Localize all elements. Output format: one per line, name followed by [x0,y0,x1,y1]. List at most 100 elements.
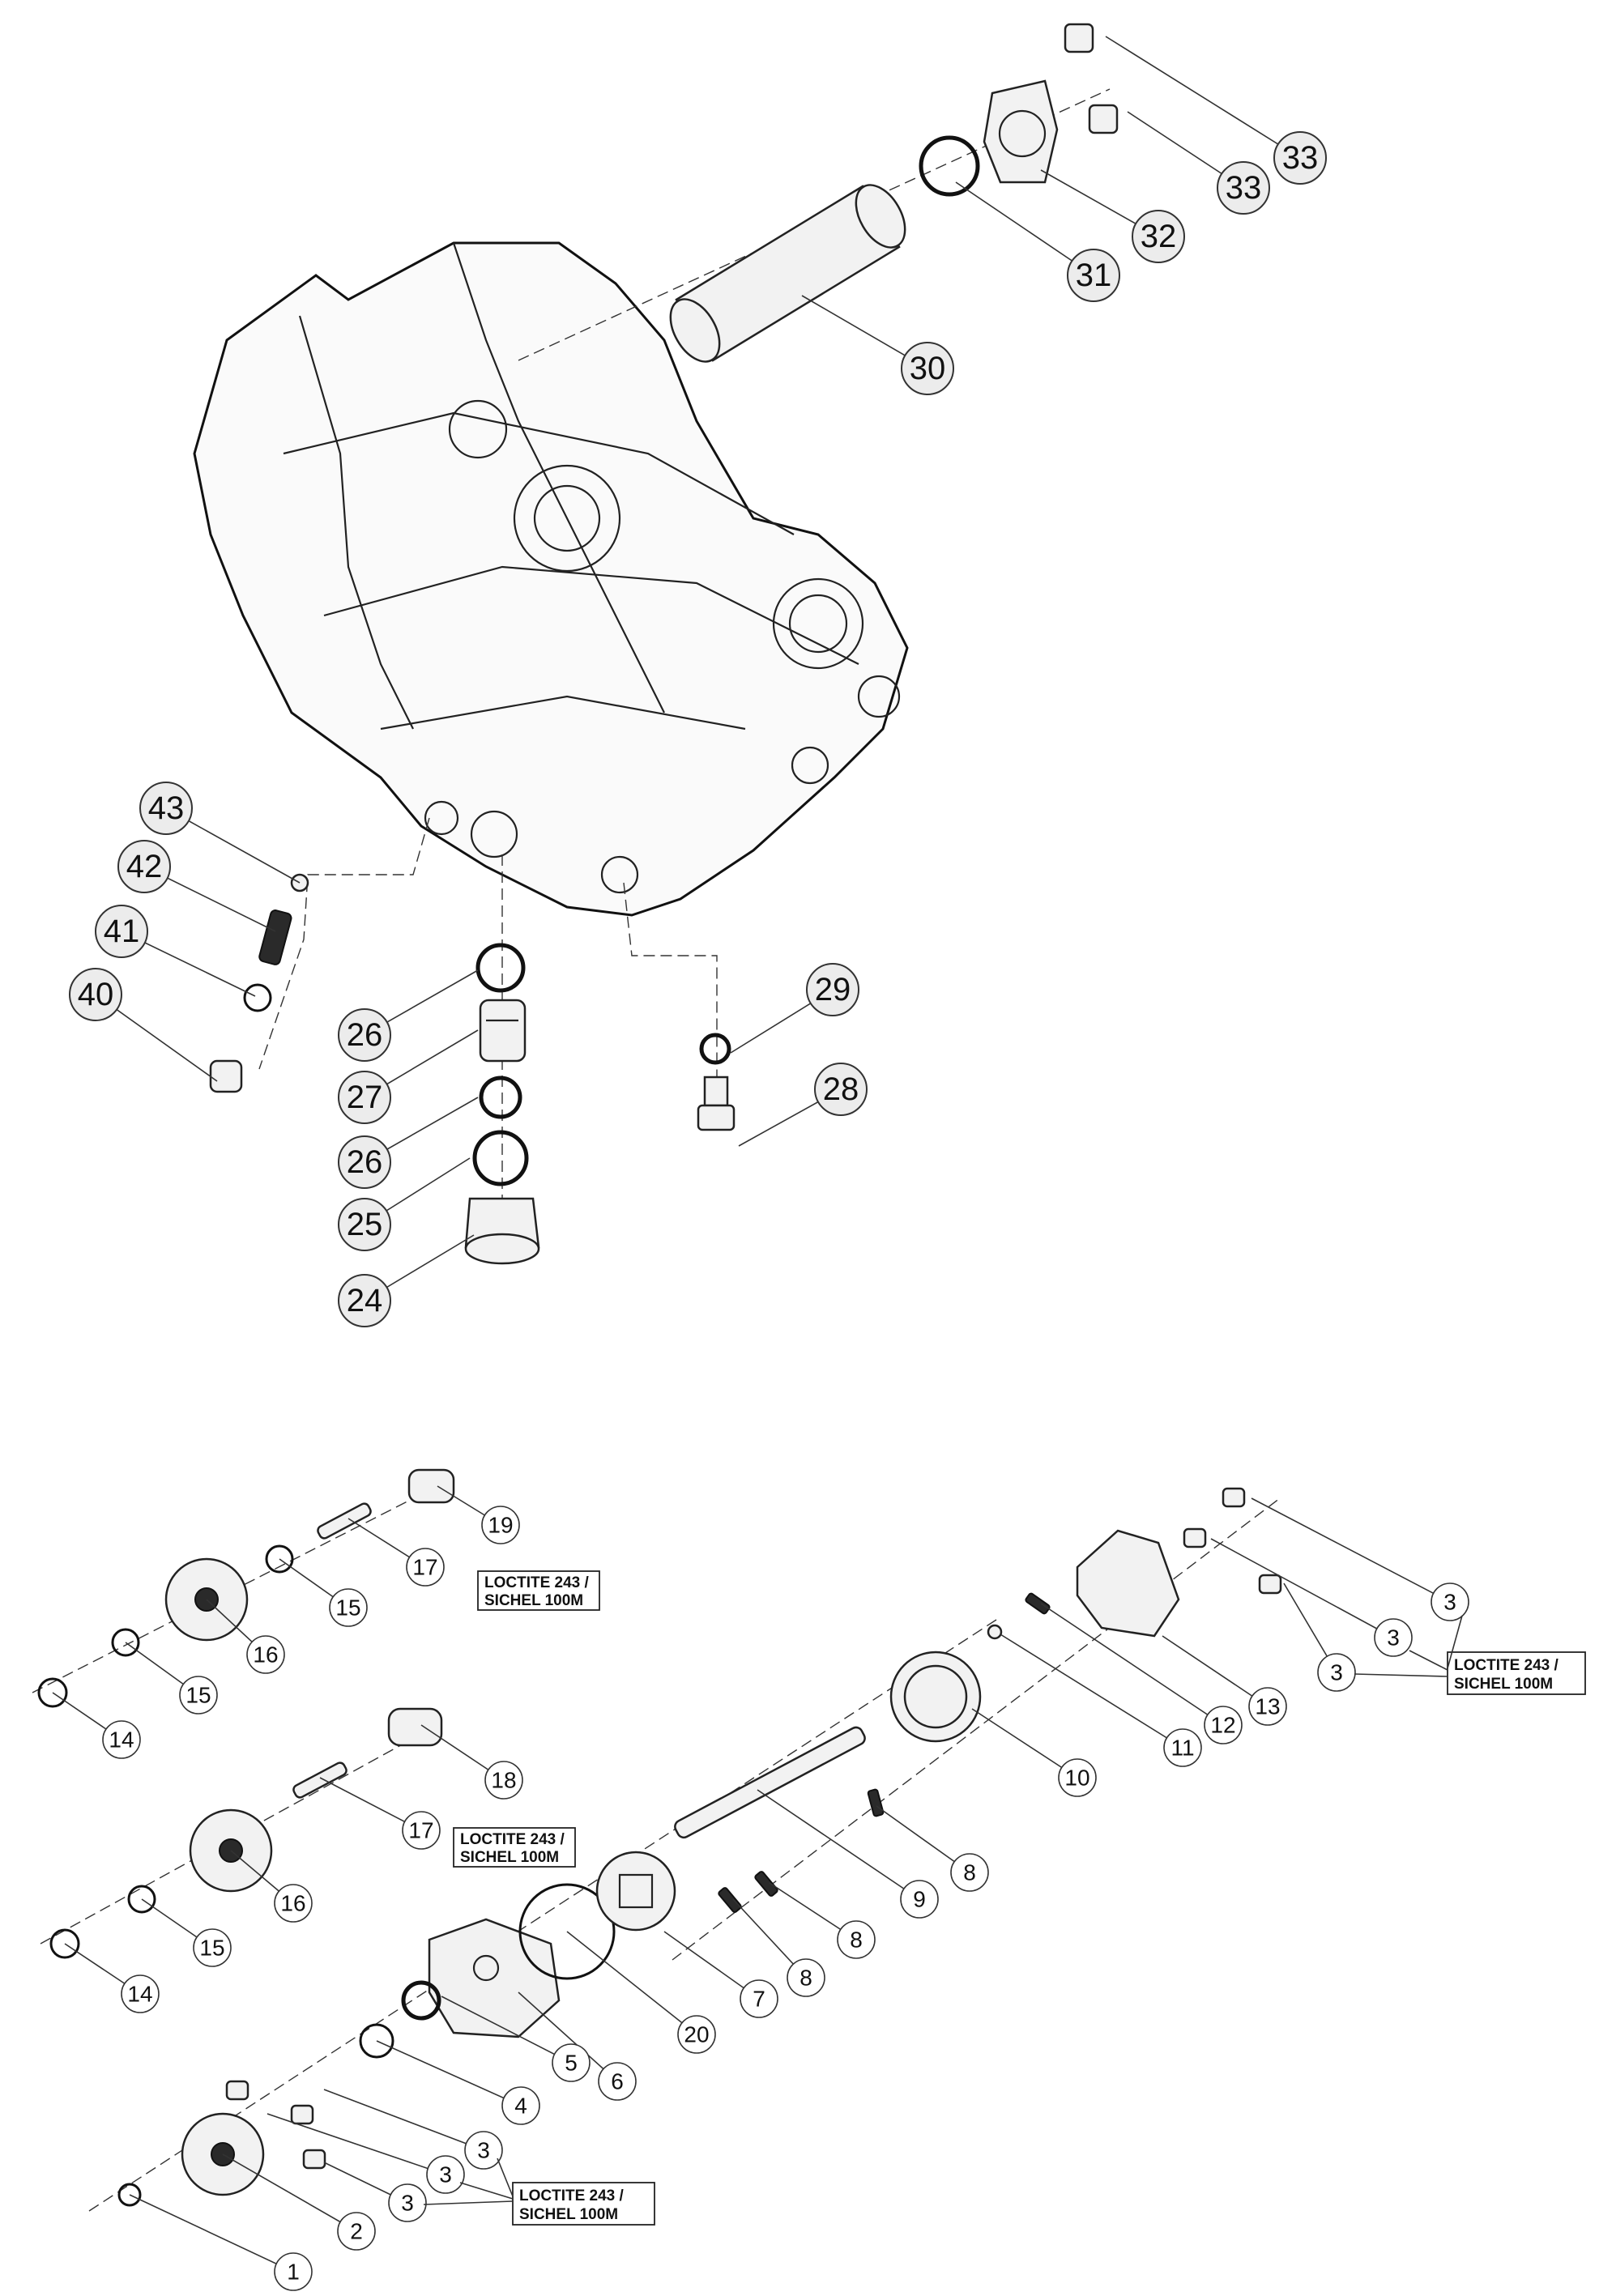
loctite-note-3: LOCTITE 243 / SICHEL 100M [1447,1651,1586,1695]
callout-20: 20 [677,2015,716,2054]
plug-screw-part [209,1059,243,1093]
callout-label: 8 [850,1928,863,1953]
loctite-note-2-line2: SICHEL 100M [460,1849,559,1866]
callout-label: 28 [823,1071,859,1107]
pump-shaft [674,1726,866,1839]
callout-label: 8 [963,1860,976,1885]
leader-line-31 [955,181,1094,276]
callout-label: 25 [347,1207,383,1242]
callout-29: 29 [806,963,859,1016]
callout-label: 12 [1210,1713,1235,1738]
callout-label: 7 [753,1987,765,2012]
callout-label: 26 [347,1144,383,1180]
cover-screw-part [1064,23,1119,134]
callout-8: 8 [837,1920,876,1959]
callout-label: 18 [491,1768,516,1793]
callout-18: 18 [484,1761,523,1800]
callout-28: 28 [814,1063,868,1116]
leader-line-9 [757,1789,920,1900]
gasket-ring-part [518,1883,616,1980]
callout-11: 11 [1163,1728,1202,1767]
callout-3: 3 [426,2155,465,2194]
leader-line-20 [566,1931,697,2035]
leader-line-3 [1251,1497,1451,1603]
callout-label: 8 [800,1966,812,1991]
callout-label: 27 [347,1080,383,1115]
callout-3: 3 [1374,1618,1413,1657]
drain-plug-part [464,1197,540,1265]
callout-label: 31 [1076,258,1112,293]
callout-41: 41 [95,905,148,958]
callout-26: 26 [338,1008,391,1062]
callout-label: 14 [109,1727,134,1753]
leader-line-3 [1210,1538,1394,1638]
callout-label: 15 [185,1683,211,1708]
callout-27: 27 [338,1071,391,1124]
callout-label: 15 [335,1595,360,1621]
cover-screws [225,1487,1282,2170]
callout-42: 42 [117,840,171,893]
callout-label: 20 [684,2022,709,2047]
callout-19: 19 [481,1506,520,1544]
callout-12: 12 [1204,1706,1243,1744]
callout-label: 11 [1170,1736,1194,1761]
oil-filter-cover-part [983,79,1059,184]
callout-6: 6 [598,2062,637,2101]
callout-label: 4 [514,2094,527,2119]
o-ring-26a-part [475,943,526,993]
circlips [37,1677,394,2207]
pins-springs [718,1592,1051,1913]
loctite-note-4-leader-a [497,2158,514,2197]
callout-label: 5 [565,2051,578,2076]
callout-40: 40 [69,968,122,1021]
callout-label: 3 [1443,1590,1456,1615]
callout-label: 2 [350,2219,363,2244]
loctite-note-1: LOCTITE 243 / SICHEL 100M [477,1570,600,1611]
callout-8: 8 [950,1853,989,1892]
loctite-note-3-line1: LOCTITE 243 / [1454,1657,1559,1674]
callout-15: 15 [193,1928,232,1967]
callout-13: 13 [1248,1687,1287,1726]
loctite-note-4: LOCTITE 243 / SICHEL 100M [512,2182,655,2226]
callout-label: 30 [910,351,946,386]
callout-label: 17 [412,1555,437,1580]
callout-25: 25 [338,1198,391,1251]
bearing-part [401,1980,441,2021]
leader-line-3 [323,2089,484,2151]
leader-line-2 [222,2153,357,2232]
leader-line-4 [376,2040,522,2106]
pump-housing [428,1918,561,2038]
leader-line-11 [1000,1634,1183,1749]
callout-label: 33 [1226,170,1262,206]
loctite-note-1-line1: LOCTITE 243 / [484,1574,590,1591]
callout-label: 42 [126,849,163,884]
leader-line-13 [1162,1635,1269,1707]
callout-15: 15 [179,1676,218,1715]
leader-line-1 [129,2194,294,2273]
engine-case [193,241,909,917]
washer-part [243,983,272,1012]
callout-label: 14 [127,1982,152,2007]
callout-7: 7 [740,1979,778,2018]
o-ring-25-part [472,1130,529,1186]
o-ring-31-part [919,135,980,197]
callout-43: 43 [139,782,193,835]
callout-3: 3 [464,2131,503,2170]
leader-line-3 [266,2113,446,2175]
callout-label: 40 [78,977,114,1012]
callout-30: 30 [901,342,954,395]
loctite-note-3-leader-b [1409,1650,1448,1671]
callout-label: 16 [253,1642,278,1668]
callout-17: 17 [402,1811,441,1850]
callout-31: 31 [1067,249,1120,302]
callout-24: 24 [338,1274,391,1327]
callout-3: 3 [388,2183,427,2222]
callout-5: 5 [552,2043,591,2082]
leader-line-10 [971,1708,1078,1778]
callout-label: 32 [1141,219,1177,254]
callout-16: 16 [274,1884,313,1923]
loctite-note-2: LOCTITE 243 / SICHEL 100M [453,1827,576,1868]
loctite-note-4-leader-b [459,2182,514,2200]
screw-plug-28-part [697,1076,736,1131]
